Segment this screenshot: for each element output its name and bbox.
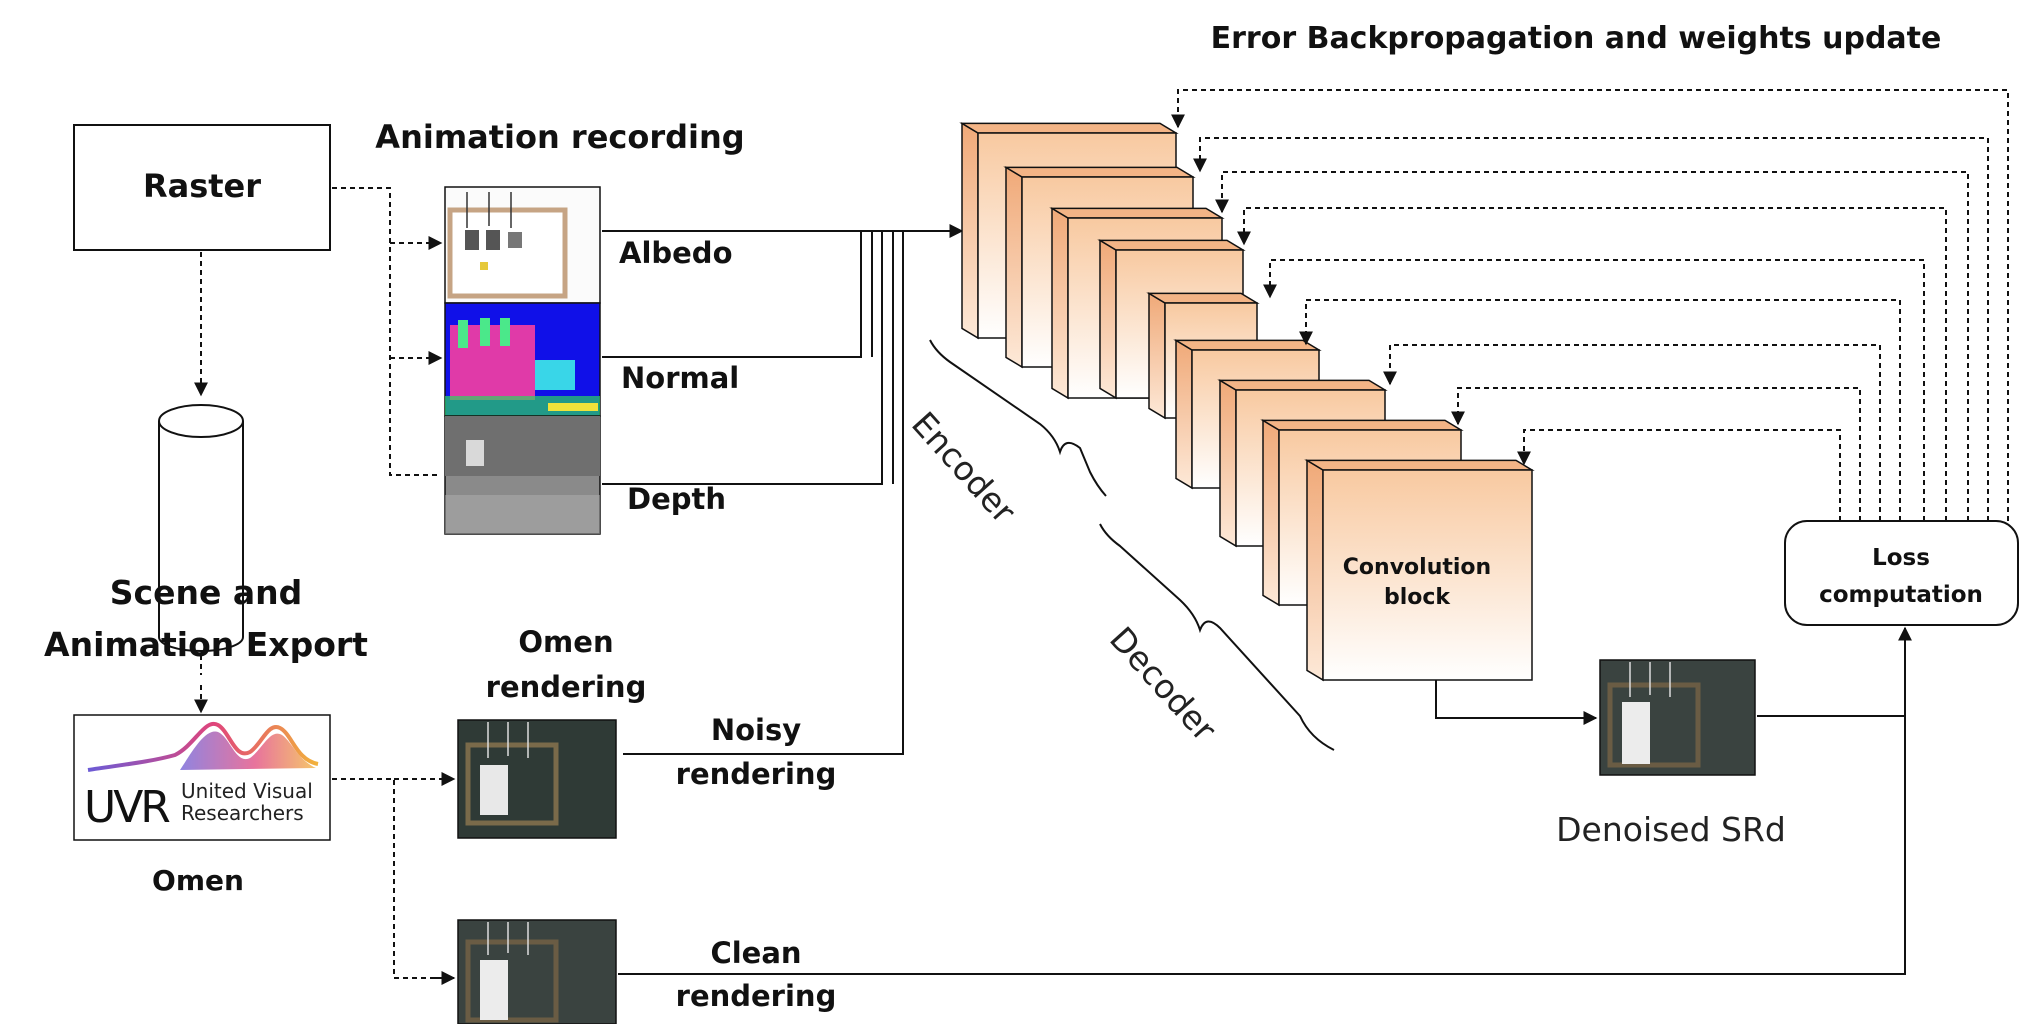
uvr-logo: UVR United Visual Researchers [84,721,319,833]
encoder-label: Encoder [904,404,1024,531]
omen-label: Omen [152,864,244,897]
omen-rendering-label-2: rendering [486,670,647,704]
diagram-title: Error Backpropagation and weights update [1211,21,1942,56]
decoder-brace [1099,523,1335,751]
raster-branch-line [332,187,441,476]
normal-label: Normal [621,361,739,395]
clean-to-loss-arrow [618,626,1912,975]
noisy-label-2: rendering [676,757,837,791]
clean-rendering-image [457,919,617,1024]
network-to-denoised-arrow [1435,680,1598,725]
depth-label: Depth [627,482,726,516]
depth-image [444,415,601,535]
clean-label-1: Clean [710,936,801,970]
scene-export-label-1: Scene and [110,573,302,612]
denoised-label: Denoised SRd [1556,810,1786,849]
uvr-logo-mark: UVR [84,782,170,833]
backprop-line-5 [1263,259,1925,521]
normal-image [444,302,601,417]
raster-box [73,124,331,251]
conv-block-9 [1304,459,1535,682]
network-blocks [959,122,1535,682]
normal-feed-line [602,231,862,358]
backprop-line-8 [1451,387,1861,521]
backprop-line-1 [1171,89,2009,521]
albedo-label: Albedo [619,236,733,270]
decoder-label: Decoder [1102,619,1224,749]
backprop-line-9 [1517,429,1841,521]
omen-branch-line [332,778,454,979]
uvr-logo-line2: Researchers [181,801,304,825]
depth-feed-line [602,231,883,485]
backprop-line-7 [1383,344,1881,521]
uvr-logo-line1: United Visual [181,779,313,803]
scene-export-label-2: Animation Export [44,625,368,664]
conv-block-label-2: block [1384,585,1451,610]
backprop-line-2 [1193,137,1989,521]
noisy-label-1: Noisy [711,713,801,747]
backprop-line-6 [1299,299,1901,521]
albedo-image [444,186,601,304]
conv-block-label-1: Convolution [1343,555,1491,580]
loss-label-1: Loss [1872,545,1930,571]
backprop-line-3 [1215,171,1969,521]
omen-rendering-label-1: Omen [518,625,613,659]
noisy-rendering-image [457,719,617,839]
clean-label-2: rendering [676,979,837,1013]
loss-box[interactable] [1784,520,2019,626]
raster-label: Raster [143,167,261,205]
database-icon [158,404,244,652]
animation-recording-title: Animation recording [375,118,744,156]
denoised-image [1599,659,1756,776]
loss-label-2: computation [1819,582,1983,608]
backprop-lines [1171,89,2009,521]
encoder-brace [929,339,1107,497]
backprop-line-4 [1237,207,1947,521]
noisy-feed-line [623,231,904,755]
